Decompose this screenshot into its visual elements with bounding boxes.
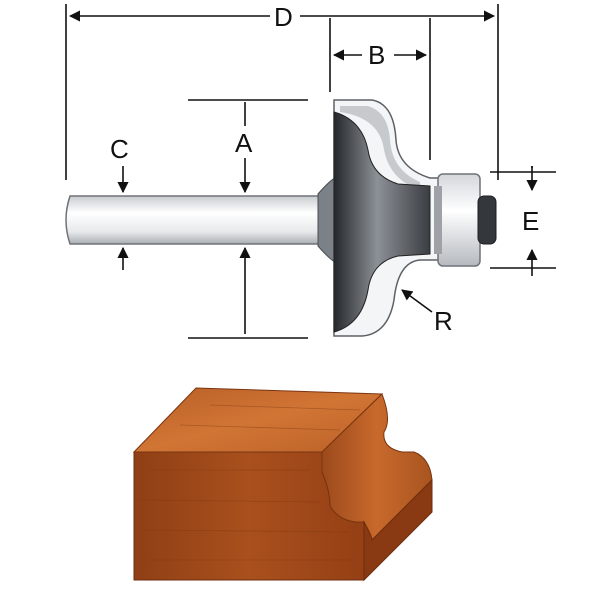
bearing-screw [477, 195, 497, 245]
cutter-body [333, 111, 431, 333]
bearing-washer [434, 186, 442, 254]
wood-profile [132, 387, 433, 582]
dimensions [65, 4, 556, 339]
wood-side-face [363, 478, 433, 582]
label-r: R [434, 306, 453, 336]
bearing [437, 173, 481, 267]
label-d: D [274, 2, 293, 32]
label-b: B [368, 40, 385, 70]
label-a: A [235, 128, 253, 158]
shank [65, 195, 321, 245]
label-c: C [110, 134, 129, 164]
wood-grain [139, 404, 361, 561]
carbide-edge-shade [340, 106, 420, 190]
router-bit [65, 99, 497, 337]
label-e: E [522, 206, 539, 236]
